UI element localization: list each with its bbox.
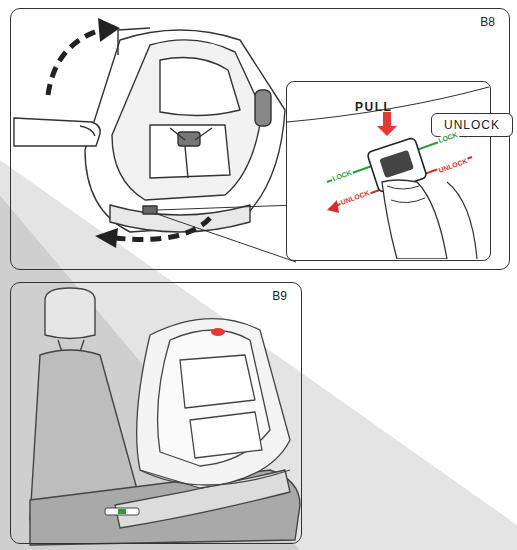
- inset-panel: PULLLOCKUNLOCKLOCKUNLOCK: [286, 81, 491, 261]
- panel: B8PULLLOCKUNLOCKLOCKUNLOCK: [10, 8, 510, 270]
- step-number: B8: [480, 15, 495, 29]
- callout-box: UNLOCK: [431, 113, 513, 137]
- isofix-indicator: [118, 509, 126, 514]
- isofix-indicator: [105, 508, 139, 515]
- rotation-arrow: [48, 30, 210, 239]
- leader-line: [157, 205, 296, 262]
- action-label: PULL: [355, 100, 392, 114]
- step-number: B9: [272, 289, 287, 303]
- vehicle-seat: [30, 288, 300, 545]
- lever-marking: UNLOCK: [339, 189, 371, 207]
- car-seat: [85, 28, 285, 232]
- child-seat: [115, 319, 290, 528]
- callout-label: UNLOCK: [432, 118, 512, 132]
- arrow-head: [95, 228, 118, 248]
- arrow-head: [98, 18, 120, 42]
- lever-marking: UNLOCK: [437, 157, 469, 175]
- hand: [14, 118, 100, 146]
- panel: B9: [10, 282, 302, 544]
- lever-marking: LOCK: [330, 168, 353, 182]
